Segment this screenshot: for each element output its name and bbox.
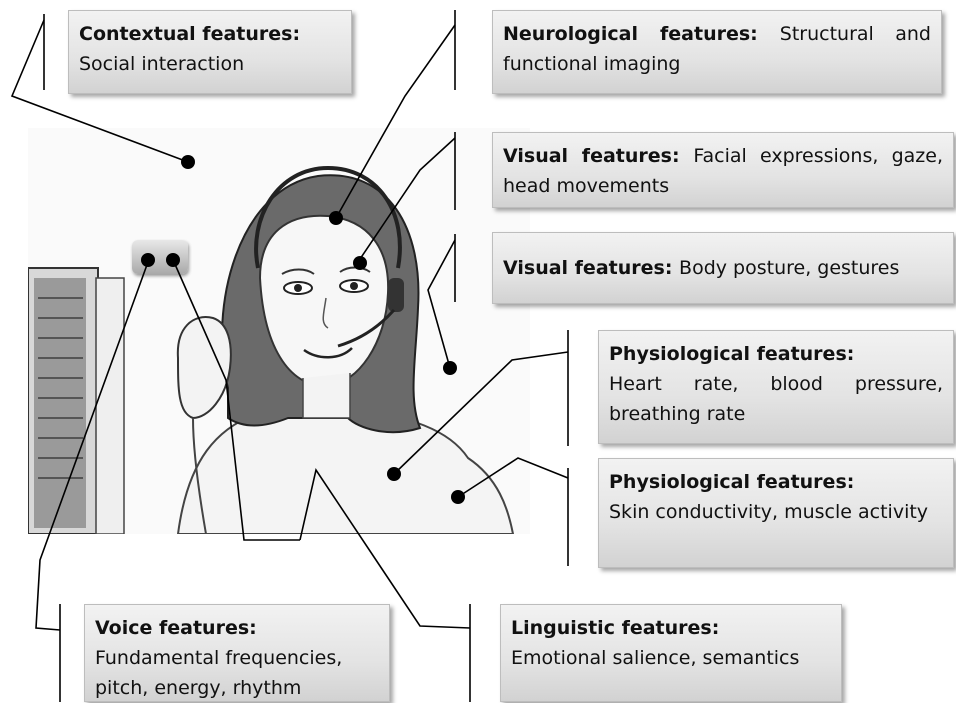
contextual-title: Contextual features: xyxy=(79,19,300,49)
visual-face-title: Visual features: xyxy=(503,145,693,167)
dot-physio-skin xyxy=(451,490,465,504)
voice-text: Fundamental frequencies, pitch, energy, … xyxy=(95,647,342,699)
dot-neurological xyxy=(329,211,343,225)
box-linguistic-features: Linguistic features: Emotional salience,… xyxy=(500,604,842,702)
physio-heart-text: Heart rate, blood pressure, breathing ra… xyxy=(609,373,943,425)
box-voice-features: Voice features: Fundamental frequencies,… xyxy=(84,604,390,702)
physio-skin-title: Physiological features: xyxy=(609,467,943,497)
connector-physio-skin-leader xyxy=(458,458,568,497)
connector-voice-leader-2 xyxy=(174,262,300,540)
dot-visual-face xyxy=(353,256,367,270)
physio-heart-title: Physiological features: xyxy=(609,339,943,369)
connector-voice-leader xyxy=(36,262,148,630)
box-physiological-heart-features: Physiological features: Heart rate, bloo… xyxy=(598,330,954,444)
linguistic-text: Emotional salience, semantics xyxy=(511,647,799,669)
visual-body-text: Body posture, gestures xyxy=(679,257,899,279)
connector-visual-face-leader xyxy=(358,138,455,262)
dot-physio-heart xyxy=(387,467,401,481)
dot-contextual xyxy=(181,155,195,169)
physio-skin-text: Skin conductivity, muscle activity xyxy=(609,501,928,523)
connector-visual-body-leader xyxy=(428,240,455,368)
neurological-title: Neurological features: xyxy=(503,23,780,45)
dot-voice-right xyxy=(166,253,180,267)
box-visual-face-features: Visual features: Facial expressions, gaz… xyxy=(492,132,954,208)
box-physiological-skin-features: Physiological features: Skin conductivit… xyxy=(598,458,954,568)
dot-visual-body xyxy=(443,361,457,375)
connector-neurological-leader xyxy=(336,25,455,218)
contextual-text: Social interaction xyxy=(79,49,341,79)
box-neurological-features: Neurological features: Structural and fu… xyxy=(492,10,942,94)
visual-body-title: Visual features: xyxy=(503,257,679,279)
box-visual-body-features: Visual features: Body posture, gestures xyxy=(492,232,954,304)
box-contextual-features: Contextual features: Social interaction xyxy=(68,10,352,94)
voice-title: Voice features: xyxy=(95,613,379,643)
dot-voice-left xyxy=(141,253,155,267)
connector-physio-heart-leader xyxy=(394,352,568,474)
linguistic-title: Linguistic features: xyxy=(511,613,831,643)
